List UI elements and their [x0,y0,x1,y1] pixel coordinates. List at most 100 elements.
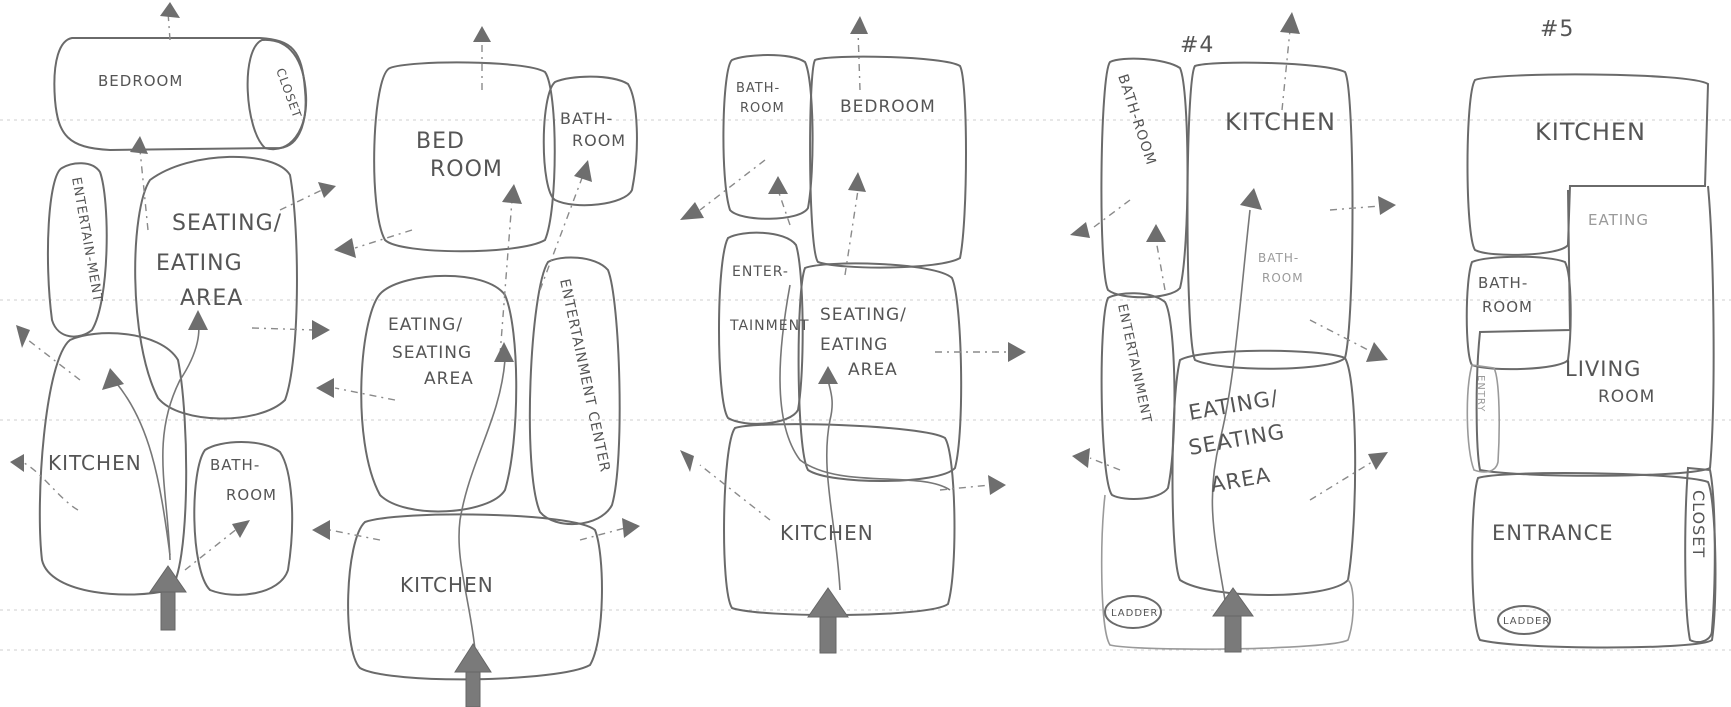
plan4-eating-label-3: AREA [1209,463,1273,497]
plan1-bath-room [193,441,294,596]
plan4-dash-up [1281,29,1291,111]
plan4-arrow-mid-right-head [1366,342,1388,362]
plan3-arrow-kitchen-left-head [680,450,694,472]
plan2-dash-kitchen-right [579,527,626,541]
plan4-entry-arrow-head [1212,587,1254,617]
plan3-arrow-kitchen-right-head [988,475,1006,495]
plan3-bedroom-label: BEDROOM [840,97,936,117]
plan3-flow-main [825,379,841,591]
plan-2: BED ROOM BATH- ROOM EATING/ SEATING AREA… [312,26,640,707]
plan5-kitchen-room [1466,73,1710,256]
plan1-arrow-kitchen-left-head [10,454,24,472]
plan2-dash-bath-up [539,177,583,291]
sketch-number-5: #5 [1540,17,1574,42]
plan4-outline [1100,494,1354,650]
plan2-arrow-bed-up-head [502,184,522,204]
plan3-arrow-bath-up-head [768,176,788,194]
plan1-arrow-right-head [312,320,330,340]
plan2-bath-room [542,75,638,207]
plan3-arrow-right-head [1008,342,1026,362]
plan1-dash-kitchen-left [21,461,79,511]
sketch-number-4: #4 [1180,33,1214,58]
plan4-ladder-room [1104,595,1162,629]
plan2-arrow-bath-up-head [574,160,592,182]
plan3-seating-room [797,262,963,482]
plan2-arrow-bed-left-head [334,238,356,258]
plan1-entertainment-label: ENTERTAIN-MENT [68,176,105,304]
plan1-arrow-left-head [16,325,30,348]
plan2-flow-main [458,359,506,651]
plan2-arrow-eating-left-head [316,378,334,398]
plan3-seating-label-2: EATING [820,335,888,355]
plan4-arrow-kitchen-right-head [1378,196,1396,215]
plan2-arrow-kitchen-right-head [622,518,640,538]
plan5-entry-label: ENTRY [1475,375,1486,412]
notebook-lines [0,119,1731,651]
plan1-entry-arrow-head [149,565,187,593]
plan3-enter-label-2: TAINMENT [729,318,810,334]
plan3-entry-arrow-head [807,587,849,618]
plan-5: #5 KITCHEN EATING BATH- ROOM LIVING ROOM… [1465,17,1717,649]
plan2-entry-arrow-head [454,643,492,673]
plan-1: BEDROOM CLOSET ENTERTAIN-MENT SEATING/ E… [10,2,336,631]
plan2-bath-label-1: BATH- [560,109,613,128]
plan4-dash-ent-left [1089,457,1121,471]
plan1-bath-label-1: BATH- [210,456,260,474]
plan4-arrow-bath-left-head [1070,222,1090,238]
plan2-entertainment-room [528,256,621,525]
plan4-flow-main [1211,209,1251,601]
plan1-flow-kitchen [111,377,171,556]
plan1-kitchen-label: KITCHEN [48,451,142,475]
plan5-living-label-1: LIVING [1565,357,1641,381]
plan2-arrow-up-head [473,26,491,42]
plan3-bath-label-1: BATH- [736,81,780,96]
plan4-arrow-ent-left-head [1072,448,1090,468]
plan3-arrow-seating-head [818,366,838,384]
plan4-dash-eating-right [1309,461,1373,501]
plan5-ladder-label: LADDER [1503,616,1550,627]
plan2-entry-arrow-shaft [465,669,481,707]
plan5-entry-room [1466,364,1500,473]
plan4-bathroom-room [1100,57,1189,299]
plan1-dash-left [27,339,81,381]
plan4-eating-label-2: SEATING [1187,419,1287,460]
plan5-entrance-room [1471,472,1717,649]
plan2-eating-label-2: SEATING [392,343,472,363]
plan2-dash-kitchen-left [329,529,381,541]
plan3-entry-arrow-shaft [819,614,837,654]
plan1-dash-upper-right [279,189,323,211]
plan1-seating-label-3: AREA [180,286,243,311]
plan3-enter-label-1: ENTER- [732,264,789,280]
plan4-entertainment-label: ENTERTAINMENT [1114,303,1154,425]
plan3-bath-label-2: ROOM [740,101,785,116]
plan1-arrow-seating-head [188,310,208,330]
plan4-dash-bath-up [1155,239,1166,291]
plan4-bath-faint-label-1: BATH- [1258,251,1299,265]
plan1-closet-label: CLOSET [273,66,304,120]
plan2-eating-room [360,274,518,513]
plan5-eating-label: EATING [1588,211,1649,229]
plan1-entertainment-room [46,162,108,338]
plan2-bed-label-2: ROOM [430,157,503,182]
plan3-flow-loop [779,284,951,491]
plan4-arrow-bath-up-head [1146,224,1166,242]
plan2-eating-label-1: EATING/ [388,315,463,335]
plan5-bath-label-1: BATH- [1478,274,1528,292]
plan2-entertainment-label: ENTERTAINMENT CENTER [556,278,613,475]
plan1-dash-bedroom [139,149,149,231]
plan4-eating-room [1171,349,1357,596]
plan3-dash-bath-up [777,189,791,226]
plan4-arrow-eating-right-head [1368,452,1388,470]
plan1-seating-room [134,155,298,420]
plan3-kitchen-label: KITCHEN [780,521,874,545]
plan5-living-label-2: ROOM [1598,387,1655,407]
plan1-bedroom-label: BEDROOM [98,72,183,90]
plan3-dash-up [857,29,861,91]
plan1-entry-arrow-shaft [160,589,176,631]
plan3-seating-label-3: AREA [848,360,898,380]
plan4-entertainment-room [1100,292,1176,500]
plan5-ladder-room [1497,605,1551,635]
plan3-dash-bed-up [844,189,859,276]
